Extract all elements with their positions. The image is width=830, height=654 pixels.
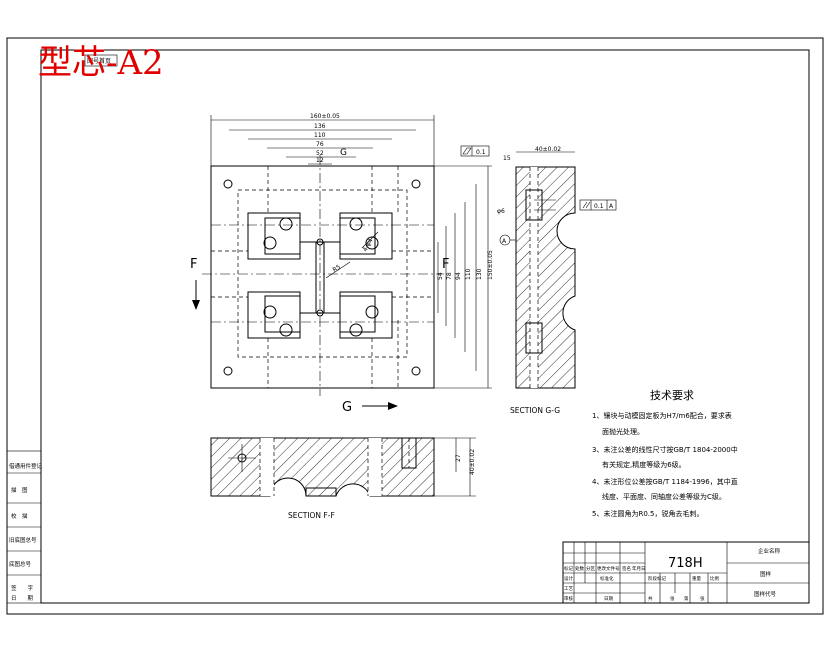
inner-frame bbox=[40, 49, 810, 604]
section-g: G bbox=[342, 400, 352, 415]
dim-160: 160±0.05 bbox=[310, 113, 340, 120]
tech-requirements: 技术要求 1、镶块与动模固定板为H7/m6配合，要求表 面抛光处理。 3、未注公… bbox=[592, 389, 738, 518]
gg-dim-15: 15 bbox=[503, 155, 511, 162]
tb-design: 设计 bbox=[564, 575, 573, 582]
tb-weight: 重量 bbox=[692, 575, 701, 582]
strip-check: 校 描 bbox=[11, 512, 28, 520]
gg-dim-40: 40±0.02 bbox=[535, 146, 561, 153]
label-holes: 4-φ4 bbox=[362, 237, 375, 253]
gg-dim-phi6: φ6 bbox=[497, 208, 505, 215]
label-r5: R5 bbox=[332, 264, 343, 274]
parallel-tol: 0.1 bbox=[594, 203, 604, 210]
tb-no: 第 bbox=[684, 595, 689, 602]
section-f-right: F bbox=[442, 257, 449, 272]
dim-150: 150±0.05 bbox=[487, 250, 494, 280]
dim-52: 52 bbox=[316, 150, 324, 157]
tb-process: 工艺 bbox=[564, 586, 573, 592]
strip-2: 旧底图总号 bbox=[9, 536, 37, 544]
tb-standard: 标准化 bbox=[600, 575, 614, 582]
material: 718H bbox=[668, 556, 703, 571]
outer-frame bbox=[6, 37, 824, 615]
strip-5: 日 期 bbox=[11, 595, 34, 602]
tech-line-4: 有关规定,精度等级为6级。 bbox=[602, 460, 686, 469]
tech-line-2: 面抛光处理。 bbox=[602, 427, 644, 436]
section-ff-view: 27 40±0.02 bbox=[210, 437, 476, 497]
dim-76: 76 bbox=[316, 141, 324, 148]
tb-sheet2: 张 bbox=[700, 595, 705, 602]
tb-zone: 分区 bbox=[586, 565, 595, 572]
tech-title: 技术要求 bbox=[650, 389, 694, 402]
tb-sheet1: 张 bbox=[670, 595, 675, 602]
unit-name: 企业名称 bbox=[758, 547, 781, 555]
tb-mark: 标记 bbox=[564, 565, 573, 572]
plan-view bbox=[202, 155, 444, 396]
tech-line-3: 3、未注公差的线性尺寸按GB/T 1804-2000中 bbox=[592, 445, 738, 454]
strip-4: 签 字 bbox=[11, 584, 34, 592]
parallel-datum: A bbox=[609, 203, 614, 210]
tech-line-5: 4、未注形位公差按GB/T 1184-1996，其中直 bbox=[592, 477, 738, 486]
drawing-code: 图样代号 bbox=[754, 590, 777, 598]
dim-130: 130 bbox=[476, 268, 483, 280]
strip-3: 底图总号 bbox=[9, 560, 32, 568]
tb-count: 处数 bbox=[575, 565, 584, 572]
tb-sign: 签名 bbox=[622, 565, 631, 572]
tb-scale: 比例 bbox=[710, 575, 719, 582]
width-dimensions: 160±0.05 136 110 76 52 12 bbox=[210, 113, 435, 166]
strip-draw: 描 图 bbox=[11, 486, 28, 494]
g-arrow-top: G bbox=[340, 148, 347, 158]
corner-label-box bbox=[84, 54, 118, 67]
strip-1: 借通用件登记 bbox=[9, 462, 43, 470]
section-ff-caption: SECTION F-F bbox=[288, 511, 335, 520]
datum-a: A bbox=[502, 238, 507, 245]
tb-date2: 日期 bbox=[604, 596, 613, 602]
tb-stage: 阶段标记 bbox=[648, 575, 666, 582]
tech-line-7: 5、未注圆角为R0.5，锐角去毛刺。 bbox=[592, 509, 703, 518]
ff-dim-40: 40±0.02 bbox=[469, 449, 476, 475]
dim-110: 110 bbox=[314, 132, 326, 139]
tb-date: 年月日 bbox=[632, 565, 646, 572]
flatness-tol: 0.1 bbox=[476, 149, 486, 156]
dim-94: 94 bbox=[455, 272, 462, 280]
dim-110v: 110 bbox=[465, 268, 472, 280]
tech-line-1: 1、镶块与动模固定板为H7/m6配合，要求表 bbox=[592, 411, 732, 420]
dim-78: 78 bbox=[446, 272, 453, 280]
section-gg-view: 40±0.02 15 φ6 0.1 0.1 A A bbox=[460, 145, 617, 389]
tb-total: 共 bbox=[648, 595, 653, 602]
tb-review: 审核 bbox=[564, 595, 573, 602]
dim-136: 136 bbox=[314, 123, 326, 130]
section-gg-caption: SECTION G-G bbox=[510, 406, 560, 415]
left-strip: 借通用件登记 描 图 校 描 旧底图总号 底图总号 签 字 日 期 bbox=[6, 450, 43, 604]
drawing-name: 图样 bbox=[760, 570, 772, 578]
ff-dim-27: 27 bbox=[455, 454, 462, 462]
tech-line-6: 线度、平面度、同轴度公差等级为C级。 bbox=[602, 492, 726, 501]
section-f-left: F bbox=[190, 257, 197, 272]
title-block: 718H 企业名称 图样 图样代号 标记 处数 分区 更改文件号 签名 年月日 … bbox=[562, 541, 810, 604]
dim-54: 54 bbox=[437, 272, 444, 280]
title-stamp: 型芯-A2 bbox=[38, 43, 164, 83]
corner-label: 图号首页 bbox=[87, 57, 111, 65]
tb-change: 更改文件号 bbox=[597, 565, 620, 572]
dim-12: 12 bbox=[316, 157, 324, 164]
height-dimensions: 150±0.05 130 110 94 78 54 bbox=[434, 165, 494, 389]
